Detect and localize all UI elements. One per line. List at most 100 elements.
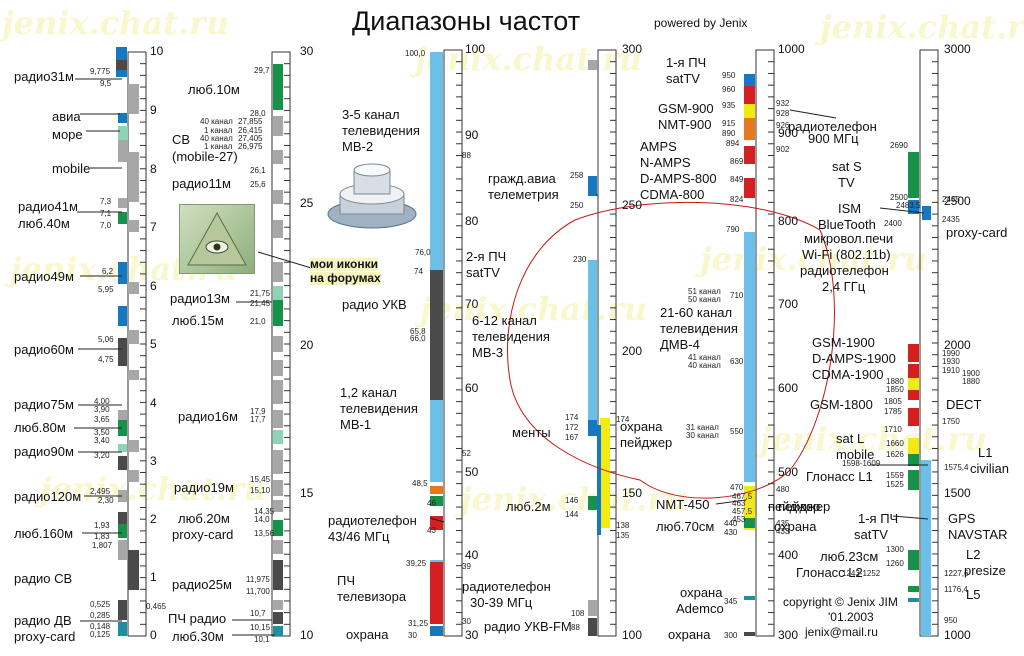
frequency-value: 345	[724, 597, 738, 606]
band-label: proxy-card	[946, 225, 1008, 240]
frequency-value: 15,10	[250, 486, 271, 495]
frequency-value: 890	[722, 129, 736, 138]
frequency-band	[128, 220, 139, 232]
band-label: GPS	[948, 511, 976, 526]
frequency-band	[128, 330, 139, 344]
axis-tick-label: 800	[778, 214, 799, 228]
frequency-value: 430	[724, 528, 738, 537]
frequency-value: 13,56	[254, 529, 275, 538]
band-label: люб.2м	[506, 499, 551, 514]
frequency-band	[118, 540, 127, 560]
frequency-value: 41 канал	[688, 353, 721, 362]
frequency-value: 1 канал	[204, 126, 233, 135]
band-label: радио13м	[170, 291, 230, 306]
frequency-band	[118, 212, 127, 224]
band-label: СВ	[172, 132, 191, 147]
frequency-band	[273, 540, 283, 554]
frequency-band	[273, 150, 283, 164]
frequency-value: 2483,5	[896, 201, 921, 210]
axis-tick-label: 900	[778, 126, 799, 140]
frequency-value: 3,40	[94, 436, 110, 445]
frequency-band	[128, 370, 139, 380]
frequency-value: 463	[732, 499, 746, 508]
frequency-value: 902	[776, 145, 790, 154]
frequency-value: 630	[730, 357, 744, 366]
band-label: люб.80м	[14, 420, 66, 435]
frequency-band	[118, 338, 127, 366]
frequency-value: 74	[414, 267, 423, 276]
axis-tick-label: 500	[778, 465, 799, 479]
frequency-value: 3,20	[94, 451, 110, 460]
frequency-band	[118, 410, 127, 424]
frequency-value: 2465	[942, 195, 960, 204]
frequency-band	[430, 516, 443, 530]
axis-tick-label: 1500	[944, 486, 971, 500]
band-label: радио75м	[14, 397, 74, 412]
frequency-band	[744, 486, 755, 530]
frequency-value: 849	[730, 175, 744, 184]
frequency-value: 1930	[942, 357, 960, 366]
axis-tick-label: 100	[622, 628, 643, 642]
frequency-value: 5,06	[98, 335, 114, 344]
frequency-value: 4,00	[94, 397, 110, 406]
frequency-value: 1626	[886, 450, 904, 459]
frequency-band	[273, 360, 283, 376]
watermark: jenix.chat.ru	[415, 40, 643, 78]
band-label: proxy-card	[14, 629, 76, 644]
frequency-band	[588, 60, 597, 70]
frequency-band	[118, 490, 127, 502]
frequency-value: 17,7	[250, 415, 266, 424]
frequency-value: 39	[462, 562, 471, 571]
frequency-value: 100,0	[405, 49, 426, 58]
frequency-band	[588, 176, 597, 196]
frequency-value: 1900	[962, 369, 980, 378]
band-label: CDMA-1900	[812, 367, 884, 382]
axis-tick-label: 150	[622, 486, 643, 500]
frequency-value: 4,75	[98, 355, 114, 364]
frequency-band	[118, 198, 127, 208]
frequency-value: 453	[732, 515, 746, 524]
axis-tick-label: 3000	[944, 42, 971, 56]
band-label: 1-я ПЧ	[666, 55, 707, 70]
frequency-band	[430, 496, 443, 506]
band-label: mobile	[836, 447, 875, 462]
frequency-value: 915	[722, 119, 736, 128]
frequency-band	[118, 600, 127, 620]
band-label: охрана	[774, 519, 817, 534]
knob-image	[322, 158, 422, 232]
band-label: ПЧ	[337, 573, 356, 588]
frequency-band	[908, 408, 919, 426]
frequency-band	[588, 618, 597, 636]
frequency-value: 27,855	[238, 117, 263, 126]
frequency-value: 894	[726, 139, 740, 148]
frequency-value: 1,807	[92, 541, 113, 550]
frequency-value: 1243-1252	[842, 569, 881, 578]
frequency-band	[273, 380, 283, 404]
axis-tick-label: 30	[465, 628, 479, 642]
frequency-value: 7,1	[100, 209, 112, 218]
band-label: радио ДВ	[14, 613, 72, 628]
band-label: радиотелефон	[800, 263, 889, 278]
frequency-value: 550	[730, 427, 744, 436]
axis-tick-label: 40	[465, 548, 479, 562]
frequency-value: 1710	[884, 425, 902, 434]
frequency-value: 7,0	[100, 221, 112, 230]
frequency-value: 88	[571, 623, 580, 632]
band-label: satTV	[854, 527, 888, 542]
band-label: люб.15м	[172, 313, 224, 328]
frequency-value: 28,0	[250, 109, 266, 118]
frequency-band	[273, 430, 283, 444]
watermark: jenix.chat.ru	[820, 8, 1024, 46]
band-label: охрана	[680, 585, 723, 600]
band-label: proxy-card	[172, 527, 234, 542]
axis-tick-label: 400	[778, 548, 799, 562]
band-label: люб.10м	[188, 82, 240, 97]
axis-tick-label: 90	[465, 128, 479, 142]
axis-tick-label: 10	[300, 628, 314, 642]
band-label: L2	[966, 547, 981, 562]
band-label: море	[52, 127, 83, 142]
band-label: авиа	[52, 109, 81, 124]
frequency-value: 1750	[942, 417, 960, 426]
band-label: L1	[978, 445, 993, 460]
frequency-value: 31 канал	[686, 423, 719, 432]
